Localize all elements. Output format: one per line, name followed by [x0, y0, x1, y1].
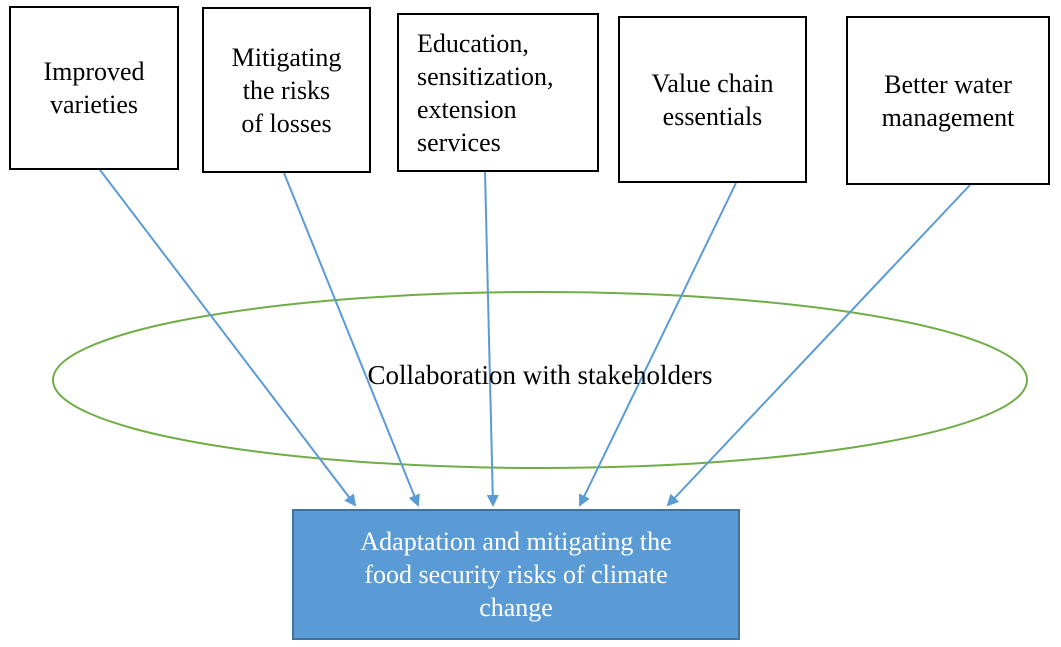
factor-water-management-label: Better water management	[881, 69, 1015, 132]
outcome-label: Adaptation and mitigating the food secur…	[360, 527, 672, 622]
arrow-water-management	[666, 184, 971, 507]
factor-value-chain: Value chain essentials	[618, 16, 807, 183]
collaboration-label: Collaboration with stakeholders	[367, 360, 713, 390]
factor-education: Education, sensitization, extension serv…	[397, 13, 599, 172]
factor-education-label: Education, sensitization, extension serv…	[417, 28, 554, 157]
factor-value-chain-label: Value chain essentials	[651, 68, 774, 131]
factor-improved-varieties: Improved varieties	[9, 6, 179, 170]
factor-mitigating-risks-label: Mitigating the risks of losses	[231, 42, 342, 138]
arrow-improved-varieties	[99, 169, 357, 507]
factor-water-management: Better water management	[846, 16, 1050, 185]
factor-improved-varieties-label: Improved varieties	[43, 57, 145, 119]
arrow-mitigating-risks	[283, 172, 420, 507]
collaboration-ellipse	[52, 291, 1028, 469]
arrow-education	[484, 171, 499, 507]
factor-mitigating-risks: Mitigating the risks of losses	[202, 7, 371, 173]
outcome-box: Adaptation and mitigating the food secur…	[292, 509, 740, 640]
arrow-value-chain	[578, 182, 737, 507]
